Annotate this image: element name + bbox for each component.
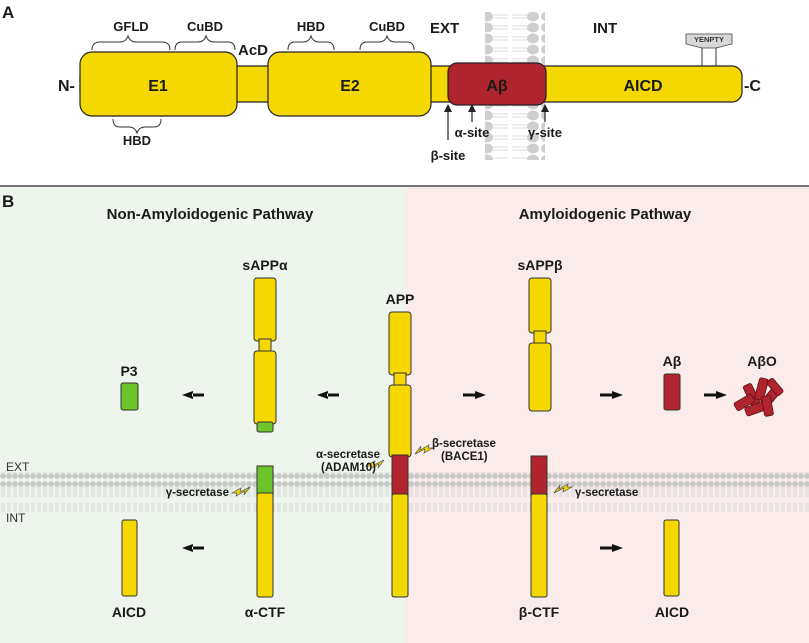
adam10-label: (ADAM10) xyxy=(321,462,376,474)
hbd-label-top: HBD xyxy=(297,19,325,34)
beta-site-label: β-site xyxy=(431,148,466,163)
acd-label: AcD xyxy=(238,42,268,59)
amyloidogenic-title: Amyloidogenic Pathway xyxy=(519,206,692,223)
hbd-bracket-top xyxy=(287,34,335,51)
p3-label: P3 xyxy=(120,363,137,379)
e2-label: E2 xyxy=(340,78,360,95)
abeta-label-b: Aβ xyxy=(663,353,682,369)
beta-site-arrowhead xyxy=(444,104,452,112)
gamma-secretase-label-left: γ-secretase xyxy=(166,487,229,499)
bace1-label: (BACE1) xyxy=(441,451,488,463)
alpha-site-arrowhead xyxy=(468,104,476,112)
arrow-to-abeta xyxy=(600,391,623,399)
beta-ctf-fragment xyxy=(530,455,548,598)
cubd-label-1: CuBD xyxy=(187,19,223,34)
cubd-bracket-2 xyxy=(359,34,415,51)
sappa-fragment xyxy=(253,277,277,433)
panel-b: B Non-Amyloidogenic Pathway Amyloidogeni… xyxy=(0,187,809,643)
gamma-secretase-bolt-left xyxy=(230,486,251,497)
non-amyloidogenic-title: Non-Amyloidogenic Pathway xyxy=(107,206,314,223)
cubd-bracket-1 xyxy=(174,34,236,51)
abeta-domain xyxy=(447,62,547,106)
app-label: APP xyxy=(386,291,415,307)
hbd-label-bottom: HBD xyxy=(123,133,151,148)
amyloidogenic-background xyxy=(405,187,809,643)
aicd-right-label: AICD xyxy=(655,604,689,620)
aicd-label: AICD xyxy=(623,78,662,95)
n-terminus-label: N- xyxy=(58,78,75,95)
beta-ctf-label: β-CTF xyxy=(519,604,560,620)
gfld-label: GFLD xyxy=(113,19,148,34)
alpha-site-label: α-site xyxy=(455,125,490,140)
alpha-ctf-fragment xyxy=(256,465,274,598)
arrow-to-aicd-right xyxy=(600,544,623,552)
arrow-to-oligomer xyxy=(704,391,727,399)
gfld-bracket xyxy=(91,34,171,51)
arrow-to-p3 xyxy=(182,391,204,399)
aicd-right-fragment xyxy=(663,519,680,597)
gamma-secretase-label-right: γ-secretase xyxy=(575,487,638,499)
app-full-length xyxy=(388,311,412,598)
panel-b-label: B xyxy=(2,192,14,211)
aicd-left-label: AICD xyxy=(112,604,146,620)
yenpty-label: YENPTY xyxy=(694,35,724,44)
membrane-int-label: INT xyxy=(593,20,617,37)
membrane-ext-label-b: EXT xyxy=(6,460,30,474)
arrow-to-sappb xyxy=(463,391,486,399)
cubd-label-2: CuBD xyxy=(369,19,405,34)
panel-a-label: A xyxy=(2,3,14,22)
process-arrows xyxy=(182,391,727,552)
e2-domain xyxy=(267,51,432,117)
aicd-left-fragment xyxy=(121,519,138,597)
abeta-peptide xyxy=(663,373,681,411)
membrane-int-label-b: INT xyxy=(6,511,26,525)
gamma-site-arrowhead xyxy=(541,104,549,112)
hbd-bracket-bottom xyxy=(112,118,162,135)
yenpty-tag xyxy=(685,33,733,49)
arrow-to-aicd-left xyxy=(182,544,204,552)
abeta-oligomer-label: AβO xyxy=(747,353,777,369)
abeta-label: Aβ xyxy=(486,78,508,95)
abeta-oligomer xyxy=(733,377,784,417)
arrow-to-sappa xyxy=(317,391,339,399)
scissor-bolts xyxy=(230,444,574,497)
alpha-secretase-label: α-secretase xyxy=(316,449,380,461)
c-terminus-label: -C xyxy=(744,78,761,95)
gamma-site-label: γ-site xyxy=(528,125,562,140)
p3-peptide xyxy=(120,382,139,411)
beta-secretase-label: β-secretase xyxy=(432,438,496,450)
alpha-ctf-label: α-CTF xyxy=(245,604,286,620)
panel-a: A EXT INT E1 E2 Aβ AICD N- -C GFLD CuBD … xyxy=(2,3,761,163)
gamma-secretase-bolt-right xyxy=(553,483,574,494)
alpha-secretase-bolt xyxy=(364,459,385,470)
beta-secretase-bolt xyxy=(414,444,435,455)
e1-domain xyxy=(79,51,238,117)
membrane-ext-label: EXT xyxy=(430,20,459,37)
e1-label: E1 xyxy=(148,78,168,95)
sappb-fragment xyxy=(528,277,552,412)
sappb-label: sAPPβ xyxy=(517,257,563,273)
non-amyloidogenic-background xyxy=(0,187,405,643)
sappa-label: sAPPα xyxy=(242,257,288,273)
